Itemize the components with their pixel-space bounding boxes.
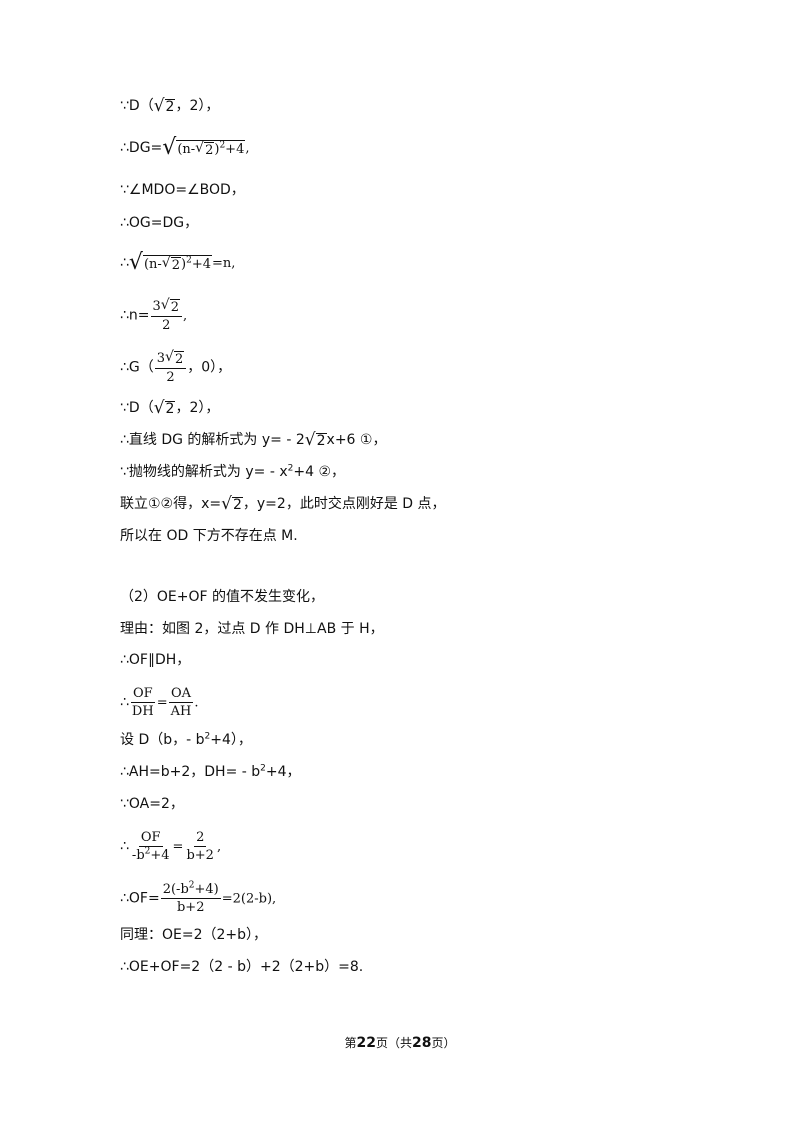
fraction: OF-b2+4 <box>131 830 170 863</box>
line-10: ∵抛物线的解析式为 y= - x2+4 ②， <box>120 463 345 480</box>
line-17: 设 D（b，- b2+4）， <box>120 731 252 748</box>
line-4: ∴OG=DG， <box>120 215 199 231</box>
page-footer: 第22页（共28页） <box>344 1035 456 1051</box>
fraction: 2(-b2+4)b+2 <box>160 880 221 915</box>
line-22: 同理：OE=2（2+b）， <box>120 927 268 943</box>
line-21: ∴OF=2(-b2+4)b+2=2(2-b), <box>120 880 277 915</box>
sqrt-expr: √2 <box>221 494 243 514</box>
sqrt-expr: √2 <box>304 430 327 450</box>
line-2: ∴DG=√(n-√2)2+4, <box>120 135 250 160</box>
line-3: ∵∠MDO=∠BOD， <box>120 182 245 198</box>
line-15: ∴OF∥DH， <box>120 652 191 668</box>
line-8: ∵D（√2，2）， <box>120 398 220 418</box>
line-11: 联立①②得，x=√2，y=2，此时交点刚好是 D 点， <box>120 494 446 514</box>
line-1: ∵D（√2，2）， <box>120 96 220 116</box>
line-5: ∴√(n-√2)2+4=n, <box>120 250 236 275</box>
current-page-number: 22 <box>356 1035 376 1051</box>
total-page-count: 28 <box>412 1035 432 1051</box>
sqrt-expr: √(n-√2)2+4 <box>162 135 246 160</box>
line-13: （2）OE+OF 的值不发生变化， <box>120 589 325 605</box>
sqrt-expr: √2 <box>153 398 176 418</box>
line-18: ∴AH=b+2，DH= - b2+4， <box>120 763 301 780</box>
line-23: ∴OE+OF=2（2 - b）+2（2+b）=8. <box>120 959 364 975</box>
sqrt-expr: √2 <box>153 96 176 116</box>
line-12: 所以在 OD 下方不存在点 M. <box>120 528 298 544</box>
line-14: 理由：如图 2，过点 D 作 DH⊥AB 于 H， <box>120 621 384 637</box>
line-19: ∵OA=2， <box>120 796 184 812</box>
sqrt-expr: √(n-√2)2+4 <box>128 250 212 275</box>
